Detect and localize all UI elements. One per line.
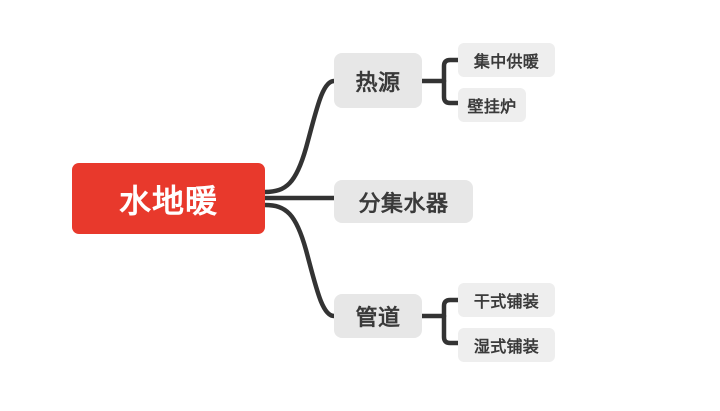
leaf-node-wall-hung-boiler-label: 壁挂炉 (467, 97, 517, 116)
leaf-node-central-heating-label: 集中供暖 (473, 52, 540, 71)
branch-node-pipe-label: 管道 (355, 306, 401, 331)
leaf-node-wall-hung-boiler[interactable]: 壁挂炉 (458, 88, 526, 122)
connector-pipe-bracket (441, 297, 461, 346)
root-node[interactable]: 水地暖 (72, 163, 265, 234)
root-node-label: 水地暖 (118, 181, 218, 220)
branch-node-heat-source-label: 热源 (355, 70, 401, 96)
connector-root-to-pipe (262, 202, 337, 319)
branch-node-manifold-label: 分集水器 (358, 191, 449, 217)
branch-node-manifold[interactable]: 分集水器 (334, 180, 473, 223)
branch-node-heat-source[interactable]: 热源 (334, 53, 422, 108)
leaf-node-wet-laying-label: 湿式铺装 (473, 337, 540, 356)
branch-node-pipe[interactable]: 管道 (334, 294, 422, 338)
connector-root-to-heat (262, 78, 337, 195)
leaf-node-central-heating[interactable]: 集中供暖 (458, 43, 555, 77)
leaf-node-dry-laying-label: 干式铺装 (473, 292, 540, 311)
leaf-node-wet-laying[interactable]: 湿式铺装 (458, 328, 555, 362)
leaf-node-dry-laying[interactable]: 干式铺装 (458, 283, 555, 317)
connector-heat-bracket (441, 57, 461, 106)
